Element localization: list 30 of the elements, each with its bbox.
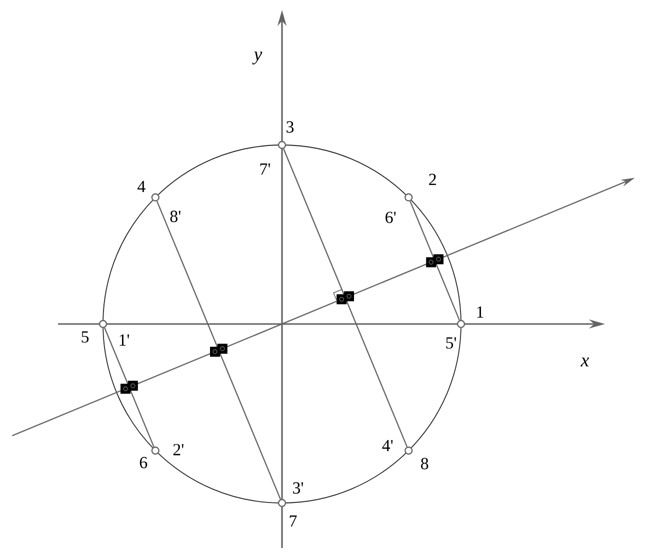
point-marker [404, 446, 413, 455]
point-label: 7 [290, 515, 297, 527]
chord [104, 328, 154, 448]
point-label: 8 [421, 458, 428, 470]
point-label: 2' [173, 444, 184, 456]
point-label: 1 [477, 306, 484, 318]
point-label: 2 [429, 174, 436, 185]
point-label: 5' [446, 337, 456, 349]
point-label: 3' [293, 482, 304, 494]
chord [410, 200, 460, 320]
point-label: 1' [120, 334, 130, 346]
point-marker [456, 320, 466, 328]
point-label: 5 [82, 331, 89, 343]
point-marker [151, 193, 160, 202]
point-marker [278, 140, 286, 150]
point-marker [278, 498, 286, 508]
point-label: 6' [386, 212, 396, 224]
axis-label: y [252, 52, 262, 64]
point-label: 3 [286, 121, 294, 133]
point-label: 4 [138, 180, 146, 192]
point-marker [98, 320, 108, 328]
point-marker [404, 193, 413, 202]
point-label: 8' [170, 210, 180, 222]
point-marker [151, 446, 160, 455]
axis-label: x [580, 358, 590, 366]
chord [283, 148, 408, 448]
point-label: 7' [260, 163, 270, 175]
point-label: 6 [140, 456, 148, 468]
chord [156, 200, 281, 500]
point-label: 4' [382, 440, 393, 452]
